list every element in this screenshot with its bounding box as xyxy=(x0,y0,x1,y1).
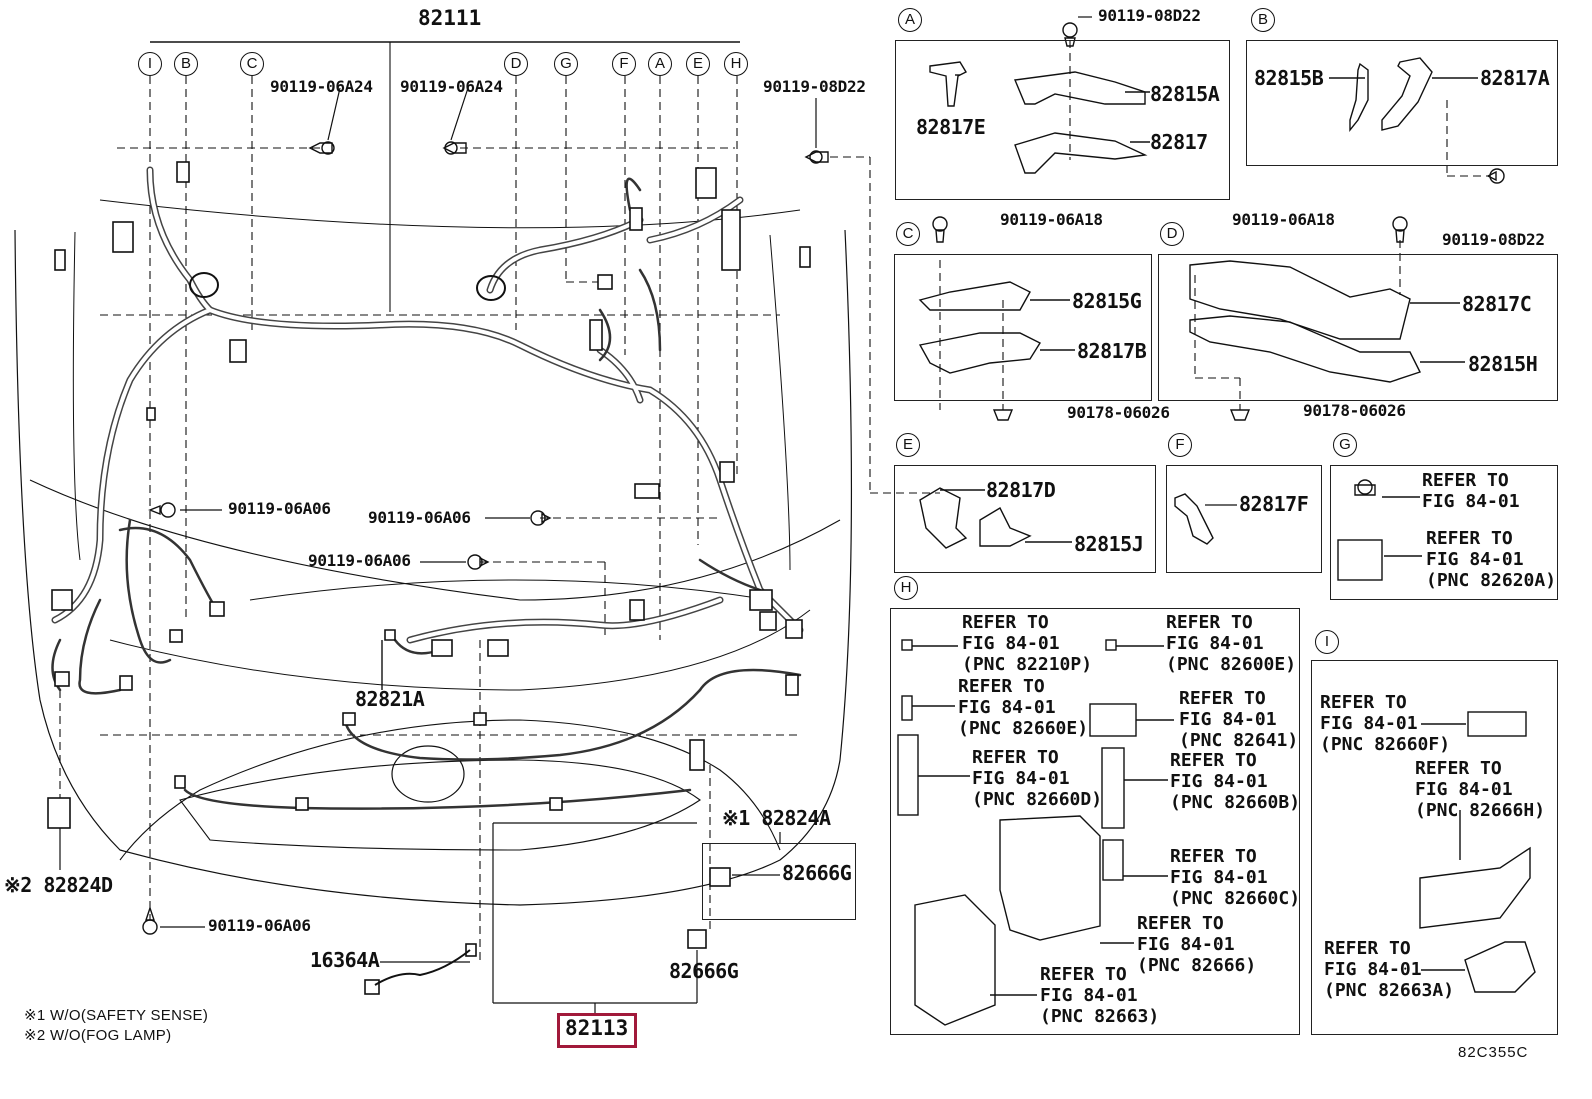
panel-c-letter: C xyxy=(896,222,920,246)
callout-f[interactable]: F xyxy=(612,52,636,76)
part-82113-label[interactable]: 82113 xyxy=(565,1016,629,1040)
panel-h-refer-82666[interactable]: REFER TO FIG 84-01 (PNC 82666) xyxy=(1137,913,1257,976)
callout-i[interactable]: I xyxy=(138,52,162,76)
part-82817f-label[interactable]: 82817F xyxy=(1239,492,1309,516)
part-82817e-label[interactable]: 82817E xyxy=(916,115,986,139)
bolt-label-d[interactable]: 90119-06A24 xyxy=(400,77,503,96)
bolt-label-mid-upper[interactable]: 90119-06A06 xyxy=(368,508,471,527)
panel-b-frame xyxy=(1246,40,1558,166)
panel-h-refer-82660e[interactable]: REFER TO FIG 84-01 (PNC 82660E) xyxy=(958,676,1089,739)
part-82815j-label[interactable]: 82815J xyxy=(1074,532,1144,556)
panel-i-refer-82660f[interactable]: REFER TO FIG 84-01 (PNC 82660F) xyxy=(1320,692,1451,755)
panel-a-frame xyxy=(895,40,1230,200)
panel-i-frame xyxy=(1311,660,1558,1035)
callout-d[interactable]: D xyxy=(504,52,528,76)
panel-f-frame xyxy=(1166,465,1322,573)
panel-e-letter: E xyxy=(896,433,920,457)
bolt-label-mid-lower[interactable]: 90119-06A06 xyxy=(308,551,411,570)
panel-h-refer-82600e[interactable]: REFER TO FIG 84-01 (PNC 82600E) xyxy=(1166,612,1297,675)
part-82666g-label-1[interactable]: 82666G xyxy=(782,861,852,885)
part-82817-label[interactable]: 82817 xyxy=(1150,130,1208,154)
panel-h-refer-82660d[interactable]: REFER TO FIG 84-01 (PNC 82660D) xyxy=(972,747,1103,810)
callout-c[interactable]: C xyxy=(240,52,264,76)
note-fog-lamp: ※2 W/O(FOG LAMP) xyxy=(24,1027,172,1044)
part-82824d-label[interactable]: ※2 82824D xyxy=(4,873,113,897)
part-82111-label[interactable]: 82111 xyxy=(418,6,482,30)
part-82113-highlight[interactable] xyxy=(557,1013,637,1048)
panel-h-letter: H xyxy=(894,576,918,600)
panel-g-frame xyxy=(1330,465,1558,600)
panel-g-refer-1[interactable]: REFER TO FIG 84-01 xyxy=(1422,470,1520,512)
callout-b[interactable]: B xyxy=(174,52,198,76)
panel-a-bolt-label[interactable]: 90119-08D22 xyxy=(1098,6,1201,25)
part-82821a-label[interactable]: 82821A xyxy=(355,687,425,711)
panel-h-refer-82210p[interactable]: REFER TO FIG 84-01 (PNC 82210P) xyxy=(962,612,1093,675)
part-16364a-label[interactable]: 16364A xyxy=(310,948,380,972)
panel-d-frame xyxy=(1158,254,1558,401)
panel-h-refer-82660c[interactable]: REFER TO FIG 84-01 (PNC 82660C) xyxy=(1170,846,1301,909)
panel-d-bolt-label[interactable]: 90119-06A18 xyxy=(1232,210,1335,229)
part-82815a-label[interactable]: 82815A xyxy=(1150,82,1220,106)
panel-e-frame xyxy=(894,465,1156,573)
callout-a[interactable]: A xyxy=(648,52,672,76)
panel-b-bolt-label[interactable]: 90119-08D22 xyxy=(1442,230,1545,249)
note-safety-sense: ※1 W/O(SAFETY SENSE) xyxy=(24,1007,209,1024)
callout-g[interactable]: G xyxy=(554,52,578,76)
part-82817b-label[interactable]: 82817B xyxy=(1077,339,1147,363)
part-82666g-label-2[interactable]: 82666G xyxy=(669,959,739,983)
panel-f-letter: F xyxy=(1168,433,1192,457)
callout-e[interactable]: E xyxy=(686,52,710,76)
bolt-label-c[interactable]: 90119-06A24 xyxy=(270,77,373,96)
panel-d-clip-label[interactable]: 90178-06026 xyxy=(1303,401,1406,420)
panel-h-refer-82641[interactable]: REFER TO FIG 84-01 (PNC 82641) xyxy=(1179,688,1299,751)
panel-g-letter: G xyxy=(1333,433,1357,457)
bolt-label-bottom[interactable]: 90119-06A06 xyxy=(208,916,311,935)
panel-h-refer-82663[interactable]: REFER TO FIG 84-01 (PNC 82663) xyxy=(1040,964,1160,1027)
panel-i-letter: I xyxy=(1315,630,1339,654)
panel-h-refer-82660b[interactable]: REFER TO FIG 84-01 (PNC 82660B) xyxy=(1170,750,1301,813)
bolt-label-b-lower[interactable]: 90119-06A06 xyxy=(228,499,331,518)
part-82817d-label[interactable]: 82817D xyxy=(986,478,1056,502)
figure-code: 82C355C xyxy=(1458,1044,1529,1061)
part-82824a-label[interactable]: ※1 82824A xyxy=(722,806,831,830)
panel-a-letter: A xyxy=(898,8,922,32)
part-82815g-label[interactable]: 82815G xyxy=(1072,289,1142,313)
panel-i-refer-82663a[interactable]: REFER TO FIG 84-01 (PNC 82663A) xyxy=(1324,938,1455,1001)
callout-h[interactable]: H xyxy=(724,52,748,76)
panel-g-refer-2[interactable]: REFER TO FIG 84-01 (PNC 82620A) xyxy=(1426,528,1557,591)
panel-c-bolt-label[interactable]: 90119-06A18 xyxy=(1000,210,1103,229)
part-82815b-label[interactable]: 82815B xyxy=(1254,66,1324,90)
part-82817c-label[interactable]: 82817C xyxy=(1462,292,1532,316)
part-82817a-label[interactable]: 82817A xyxy=(1480,66,1550,90)
part-82815h-label[interactable]: 82815H xyxy=(1468,352,1538,376)
fog-connector-frame xyxy=(702,843,856,920)
panel-i-refer-82666h[interactable]: REFER TO FIG 84-01 (PNC 82666H) xyxy=(1415,758,1546,821)
panel-c-clip-label[interactable]: 90178-06026 xyxy=(1067,403,1170,422)
panel-c-frame xyxy=(894,254,1152,401)
panel-h-frame xyxy=(890,608,1300,1035)
panel-b-letter: B xyxy=(1251,8,1275,32)
bolt-label-right[interactable]: 90119-08D22 xyxy=(763,77,866,96)
panel-d-letter: D xyxy=(1160,222,1184,246)
